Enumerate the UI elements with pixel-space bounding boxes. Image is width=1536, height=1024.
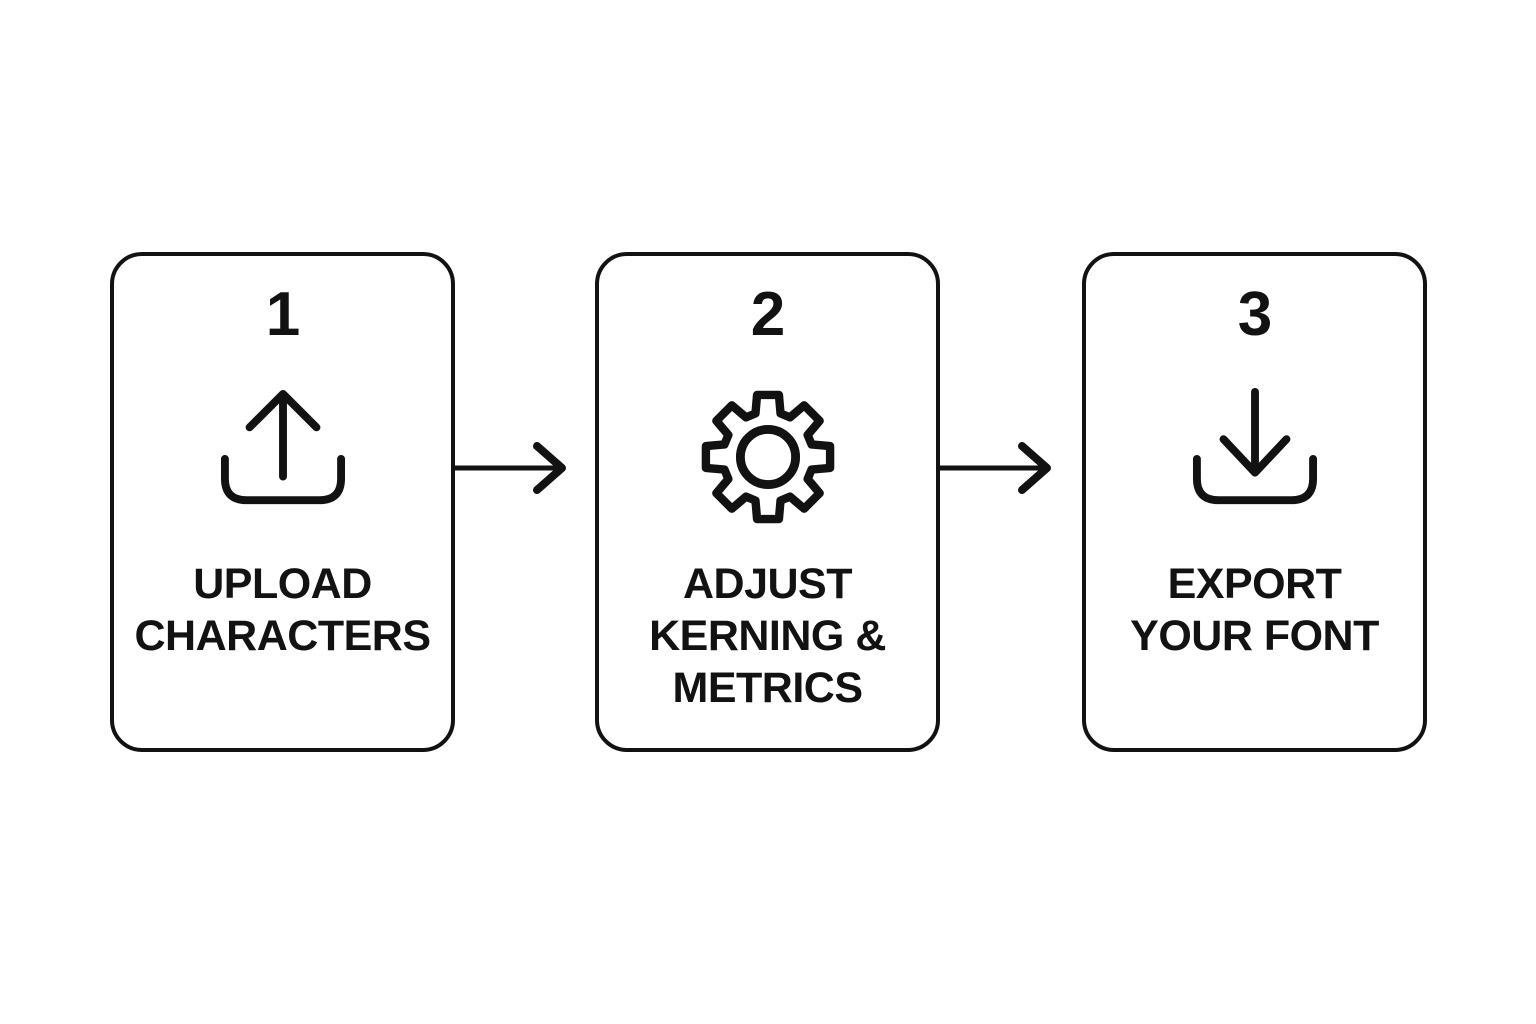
upload-arrow-head bbox=[245, 389, 320, 432]
step-label: UPLOAD CHARACTERS bbox=[134, 560, 432, 660]
download-arrow-head bbox=[1219, 435, 1290, 477]
step-label: EXPORT YOUR FONT bbox=[1130, 560, 1379, 660]
arrow-head bbox=[533, 442, 566, 494]
download-icon bbox=[1191, 388, 1319, 514]
gear-outline bbox=[701, 390, 834, 524]
step-label: ADJUST KERNING & METRICS bbox=[649, 560, 886, 712]
gear-icon bbox=[699, 388, 837, 526]
step-number: 2 bbox=[750, 280, 785, 349]
step-number: 3 bbox=[1237, 280, 1272, 349]
arrow-right-icon bbox=[453, 442, 566, 494]
download-tray bbox=[1192, 454, 1317, 505]
arrow-head bbox=[1018, 442, 1051, 494]
step-card-export-font: 3 EXPORT YOUR FONT bbox=[1082, 252, 1427, 752]
arrow-right-icon bbox=[938, 442, 1051, 494]
step-card-upload-characters: 1 UPLOAD CHARACTERS bbox=[110, 252, 455, 752]
step-number: 1 bbox=[265, 280, 300, 349]
upload-tray bbox=[220, 454, 345, 505]
gear-center-hole bbox=[735, 424, 800, 490]
upload-icon bbox=[219, 388, 347, 514]
step-card-adjust-kerning: 2 ADJUST KERNING & METRICS bbox=[595, 252, 940, 752]
